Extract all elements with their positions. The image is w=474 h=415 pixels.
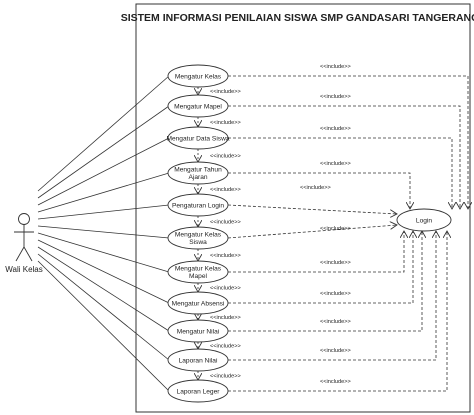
include-login-laporan-nilai (228, 231, 436, 361)
actor-label: Wali Kelas (5, 265, 43, 274)
use-case-label: Mengatur Kelas (175, 266, 222, 273)
use-case-mengatur-kelas[interactable]: Mengatur Kelas (167, 64, 229, 88)
include-login-label: <<include>> (320, 260, 351, 266)
include-login-lines: <<include>> <<include>> <<include>> <<inclu… (227, 64, 468, 392)
use-case-login[interactable]: Login (396, 208, 452, 232)
use-case-ellipse[interactable] (167, 291, 229, 315)
association-line-mengatur-mapel (37, 105, 170, 199)
use-case-label: Mengatur Kelas (175, 73, 222, 80)
include-login-mengatur-mapel (228, 105, 460, 209)
use-case-label: Mengatur Data Siswa (166, 135, 229, 142)
system-title: SISTEM INFORMASI PENILAIAN SISWA SMP GAN… (121, 12, 474, 24)
include-login-mengatur-kelas-mapel (228, 231, 404, 273)
include-chain-label: <<include>> (210, 374, 241, 380)
use-case-mengatur-nilai[interactable]: Mengatur Nilai (167, 319, 229, 343)
association-line-mengatur-nilai (37, 246, 170, 332)
include-chain-label: <<include>> (210, 344, 241, 350)
include-login-mengatur-absensi (228, 231, 413, 304)
use-case-label: Laporan Leger (177, 388, 221, 395)
include-login-label: <<include>> (320, 94, 351, 100)
use-case-ellipse[interactable] (167, 126, 229, 150)
association-line-mengatur-data-siswa (37, 137, 170, 206)
association-lines (37, 75, 170, 392)
include-login-mengatur-data-siswa (228, 137, 452, 209)
association-line-mengatur-kelas-siswa (37, 225, 170, 239)
include-chain-label: <<include>> (210, 89, 241, 95)
actor-left-leg (15, 246, 25, 262)
include-login-label: <<include>> (320, 126, 351, 132)
use-case-laporan-leger[interactable]: Laporan Leger (167, 379, 229, 403)
use-case-ellipse[interactable] (167, 161, 229, 185)
use-case-ellipse[interactable] (167, 64, 229, 88)
use-case-label: Mengatur Absensi (172, 300, 225, 307)
include-login-label: <<include>> (320, 161, 351, 167)
include-login-laporan-leger (228, 231, 447, 392)
include-login-mengatur-tahun-ajaran (228, 172, 410, 209)
include-login-label: <<include>> (300, 185, 331, 191)
use-case-ellipse[interactable] (167, 348, 229, 372)
include-chain-label: <<include>> (210, 220, 241, 226)
association-line-pengaturan-login (37, 204, 170, 220)
use-case-laporan-nilai[interactable]: Laporan Nilai (167, 348, 229, 372)
use-case-label: Mapel (189, 273, 207, 280)
include-login-mengatur-kelas (228, 75, 468, 209)
association-line-mengatur-kelas (37, 75, 170, 192)
use-case-ellipse[interactable] (167, 260, 229, 284)
include-login-mengatur-nilai (228, 231, 422, 332)
use-case-ellipse[interactable] (167, 379, 229, 403)
association-line-mengatur-absensi (37, 239, 170, 304)
use-case-label: Ajaran (188, 174, 207, 181)
use-case-mengatur-absensi[interactable]: Mengatur Absensi (167, 291, 229, 315)
include-login-label: <<include>> (320, 226, 351, 232)
include-chain-lines: <<include>> <<include>> <<include>> <<inclu… (198, 87, 241, 380)
use-case-label: Mengatur Mapel (174, 103, 222, 110)
include-chain-label: <<include>> (210, 187, 241, 193)
use-case-ellipse[interactable] (167, 319, 229, 343)
include-login-label: <<include>> (320, 319, 351, 325)
include-chain-label: <<include>> (210, 253, 241, 259)
association-line-laporan-leger (37, 260, 170, 392)
association-line-laporan-nilai (37, 253, 170, 361)
include-chain-label: <<include>> (210, 120, 241, 126)
use-case-mengatur-data-siswa[interactable]: Mengatur Data Siswa (166, 126, 230, 150)
include-chain-label: <<include>> (210, 315, 241, 321)
include-login-label: <<include>> (320, 348, 351, 354)
use-case-pengaturan-login[interactable]: Pengaturan Login (167, 193, 229, 217)
association-line-mengatur-tahun-ajaran (37, 172, 170, 213)
login-label: Login (416, 218, 432, 225)
use-case-label: Mengatur Kelas (175, 232, 222, 239)
use-case-mengatur-mapel[interactable]: Mengatur Mapel (167, 94, 229, 118)
use-case-ellipse[interactable] (167, 94, 229, 118)
use-case-ellipse[interactable] (167, 193, 229, 217)
actor-head (18, 213, 30, 225)
include-login-label: <<include>> (320, 291, 351, 297)
include-chain-label: <<include>> (210, 154, 241, 160)
use-case-label: Laporan Nilai (179, 357, 218, 364)
use-case-ellipse[interactable] (167, 226, 229, 250)
include-login-label: <<include>> (320, 379, 351, 385)
use-case-label: Mengatur Nilai (177, 328, 220, 335)
include-login-pengaturan-login (227, 204, 397, 214)
login-ellipse[interactable] (396, 208, 452, 232)
use-case-label: Siswa (189, 239, 207, 246)
use-case-label: Mengatur Tahun (174, 167, 222, 174)
include-chain-label: <<include>> (210, 286, 241, 292)
use-case-label: Pengaturan Login (172, 202, 224, 209)
include-login-label: <<include>> (320, 64, 351, 70)
actor-wali-kelas: Wali Kelas (5, 213, 43, 274)
actor-right-leg (23, 246, 33, 262)
association-line-mengatur-kelas-mapel (37, 232, 170, 273)
include-login-mengatur-kelas-siswa (227, 225, 397, 239)
